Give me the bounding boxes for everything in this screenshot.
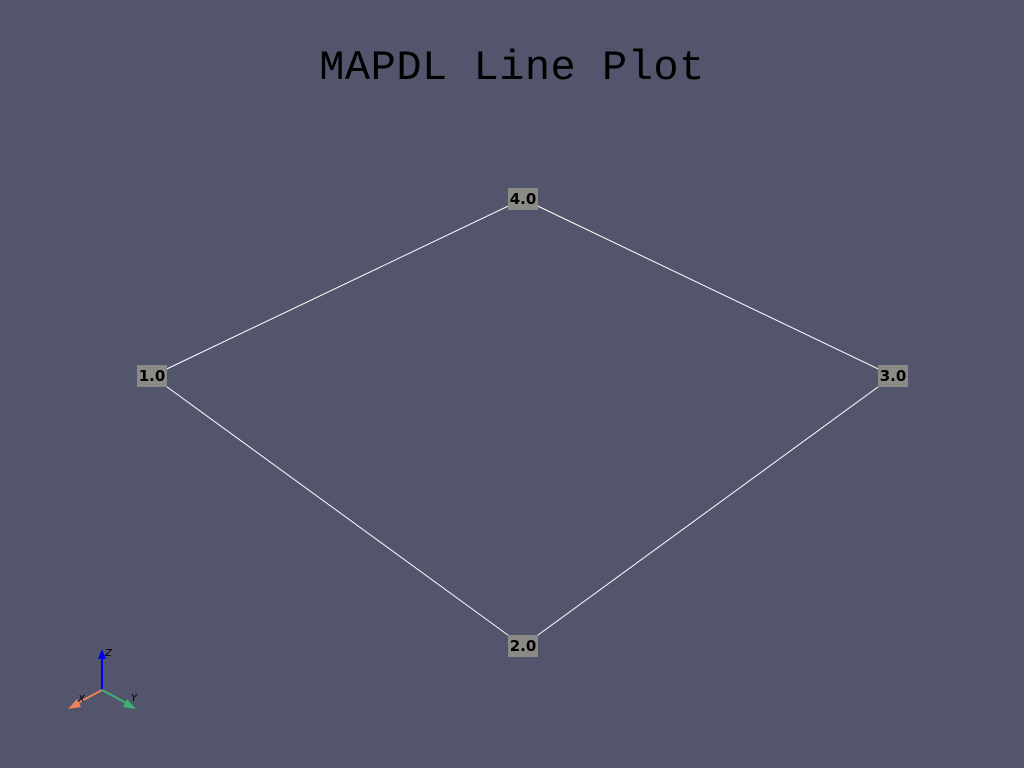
- keypoint-labels-layer: 1.0 2.0 3.0 4.0: [137, 188, 908, 657]
- keypoint-label-text: 2.0: [510, 637, 537, 655]
- keypoint-label: 2.0: [508, 635, 538, 657]
- x-axis-line: [75, 689, 103, 705]
- keypoint-label-box: [508, 188, 538, 210]
- x-axis-label: X: [77, 694, 86, 705]
- lines-layer: [151, 198, 894, 647]
- plot-line-2: [522, 375, 894, 647]
- keypoint-label-text: 4.0: [510, 190, 537, 208]
- keypoint-label-box: [878, 365, 908, 387]
- plot-line-1: [151, 375, 524, 647]
- y-axis-label: Y: [131, 693, 138, 704]
- keypoint-label-box: [508, 635, 538, 657]
- orientation-axes-widget: Z X Y: [68, 648, 138, 709]
- z-axis-arrow: [98, 649, 106, 659]
- y-axis-arrow: [123, 699, 136, 709]
- x-axis-arrow: [68, 699, 81, 709]
- keypoint-label: 3.0: [878, 365, 908, 387]
- plot-title: MAPDL Line Plot: [319, 44, 705, 92]
- keypoint-label-box: [137, 365, 167, 387]
- keypoint-label-text: 1.0: [139, 367, 166, 385]
- plot-line-3: [522, 198, 894, 377]
- keypoint-label: 4.0: [508, 188, 538, 210]
- keypoint-label-text: 3.0: [880, 367, 907, 385]
- y-axis-line: [101, 689, 129, 705]
- keypoint-label: 1.0: [137, 365, 167, 387]
- plot-line-4: [151, 198, 524, 377]
- z-axis-label: Z: [104, 648, 113, 659]
